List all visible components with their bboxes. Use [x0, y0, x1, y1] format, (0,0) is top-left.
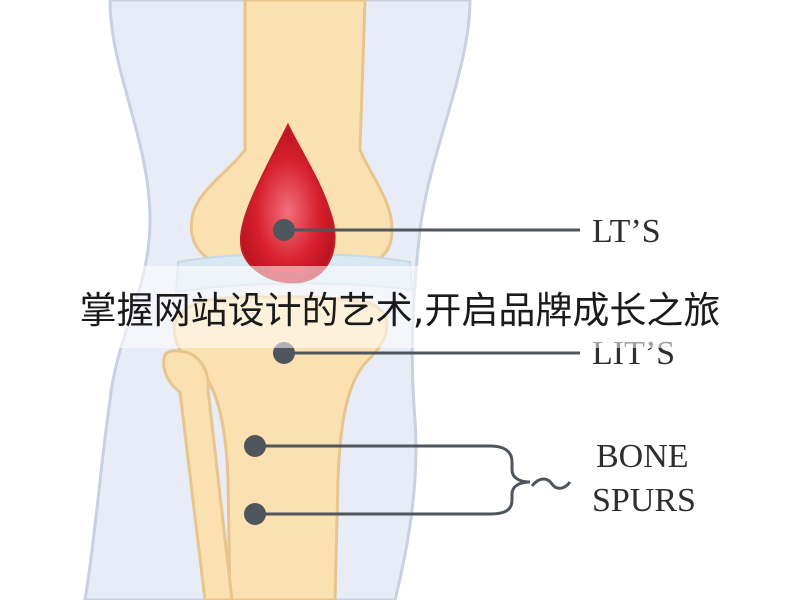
pointer-dot-lts: [273, 219, 295, 241]
title-banner: 掌握网站设计的艺术,开启品牌成长之旅: [0, 266, 800, 348]
banner-title: 掌握网站设计的艺术,开启品牌成长之旅: [79, 289, 721, 332]
label-lts: LT’S: [592, 213, 661, 250]
fibula: [162, 349, 234, 600]
label-bone-spurs-line2: SPURS: [592, 482, 696, 519]
label-bone-spurs-line1: BONE: [596, 438, 689, 475]
bone-spurs-bracket: [255, 444, 531, 516]
bracket-tilde: [530, 477, 572, 490]
